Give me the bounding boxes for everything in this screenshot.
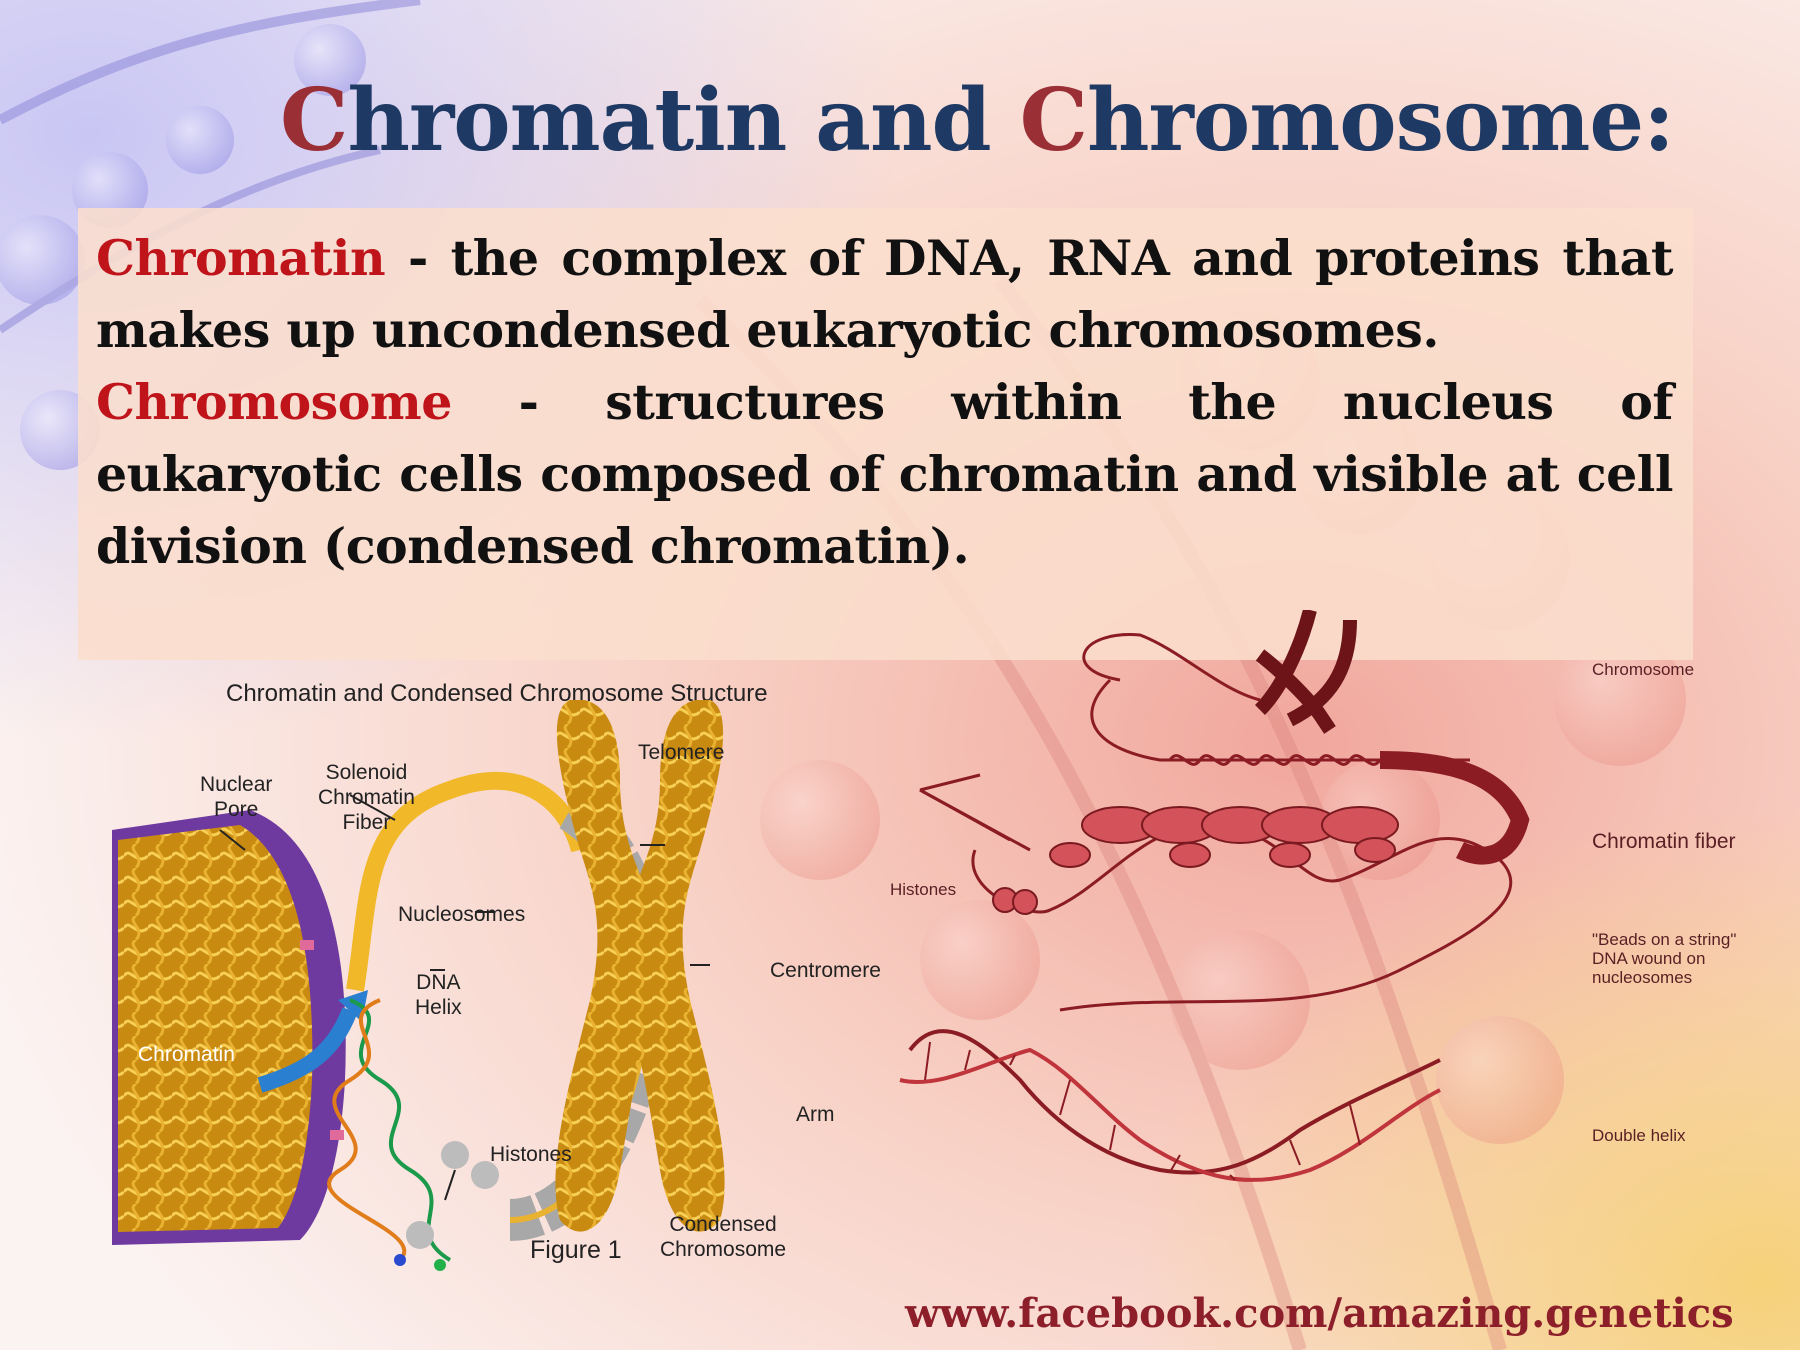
- term-chromatin: Chromatin: [96, 229, 386, 287]
- figure-right-illustration: [899, 610, 1530, 1182]
- title-cap-2: C: [1019, 70, 1088, 171]
- label-solenoid-fiber: Solenoid Chromatin Fiber: [318, 761, 415, 834]
- label-chromosome: Chromosome: [1592, 660, 1695, 679]
- label-nuclear-pore: Nuclear Pore: [200, 773, 273, 821]
- label-histones-right: Histones: [890, 880, 957, 899]
- label-telomere: Telomere: [638, 741, 725, 764]
- definition-chromosome: Chromosome - structures within the nucle…: [96, 366, 1674, 582]
- chromatin-mass: [118, 825, 313, 1232]
- label-arm: Arm: [796, 1103, 835, 1126]
- footer-url: www.facebook.com/amazing.genetics: [905, 1290, 1734, 1337]
- label-chromatin: Chromatin: [138, 1043, 235, 1066]
- figure-left-illustration: [112, 700, 725, 1271]
- title-part-2: hromosome:: [1087, 70, 1675, 171]
- chromosome-x-shape: [1254, 610, 1357, 734]
- solenoid-fiber: [346, 771, 589, 992]
- definition-chromatin: Chromatin - the complex of DNA, RNA and …: [96, 222, 1674, 366]
- label-chromatin-fiber: Chromatin fiber: [1592, 830, 1736, 853]
- label-condensed-chromosome: Condensed Chromosome: [660, 1213, 787, 1261]
- definition-chromatin-text: - the complex of DNA, RNA and proteins t…: [96, 229, 1674, 359]
- label-centromere: Centromere: [770, 959, 881, 982]
- condensed-chromosome-shape: [555, 700, 725, 1232]
- title-cap-1: C: [280, 70, 348, 171]
- label-beads-on-a-string: "Beads on a string" DNA wound on nucleos…: [1592, 930, 1737, 987]
- label-nucleosomes: Nucleosomes: [398, 903, 526, 926]
- term-chromosome: Chromosome: [96, 373, 452, 431]
- label-dna-helix: DNA Helix: [415, 971, 462, 1019]
- title-part-1: hromatin and: [347, 70, 1020, 171]
- chromatin-fiber-shape: [992, 806, 1399, 915]
- double-helix: [908, 1029, 1441, 1175]
- figure-left-title: Chromatin and Condensed Chromosome Struc…: [226, 680, 768, 707]
- page-title: Chromatin and Chromosome:: [280, 78, 1780, 164]
- label-figure-1: Figure 1: [530, 1236, 622, 1264]
- definition-chromosome-text: - structures within the nucleus of eukar…: [96, 373, 1674, 575]
- label-histones-left: Histones: [490, 1143, 572, 1166]
- label-double-helix: Double helix: [1592, 1126, 1686, 1145]
- arrow-icon: [257, 1007, 358, 1093]
- definitions-box: Chromatin - the complex of DNA, RNA and …: [78, 208, 1693, 660]
